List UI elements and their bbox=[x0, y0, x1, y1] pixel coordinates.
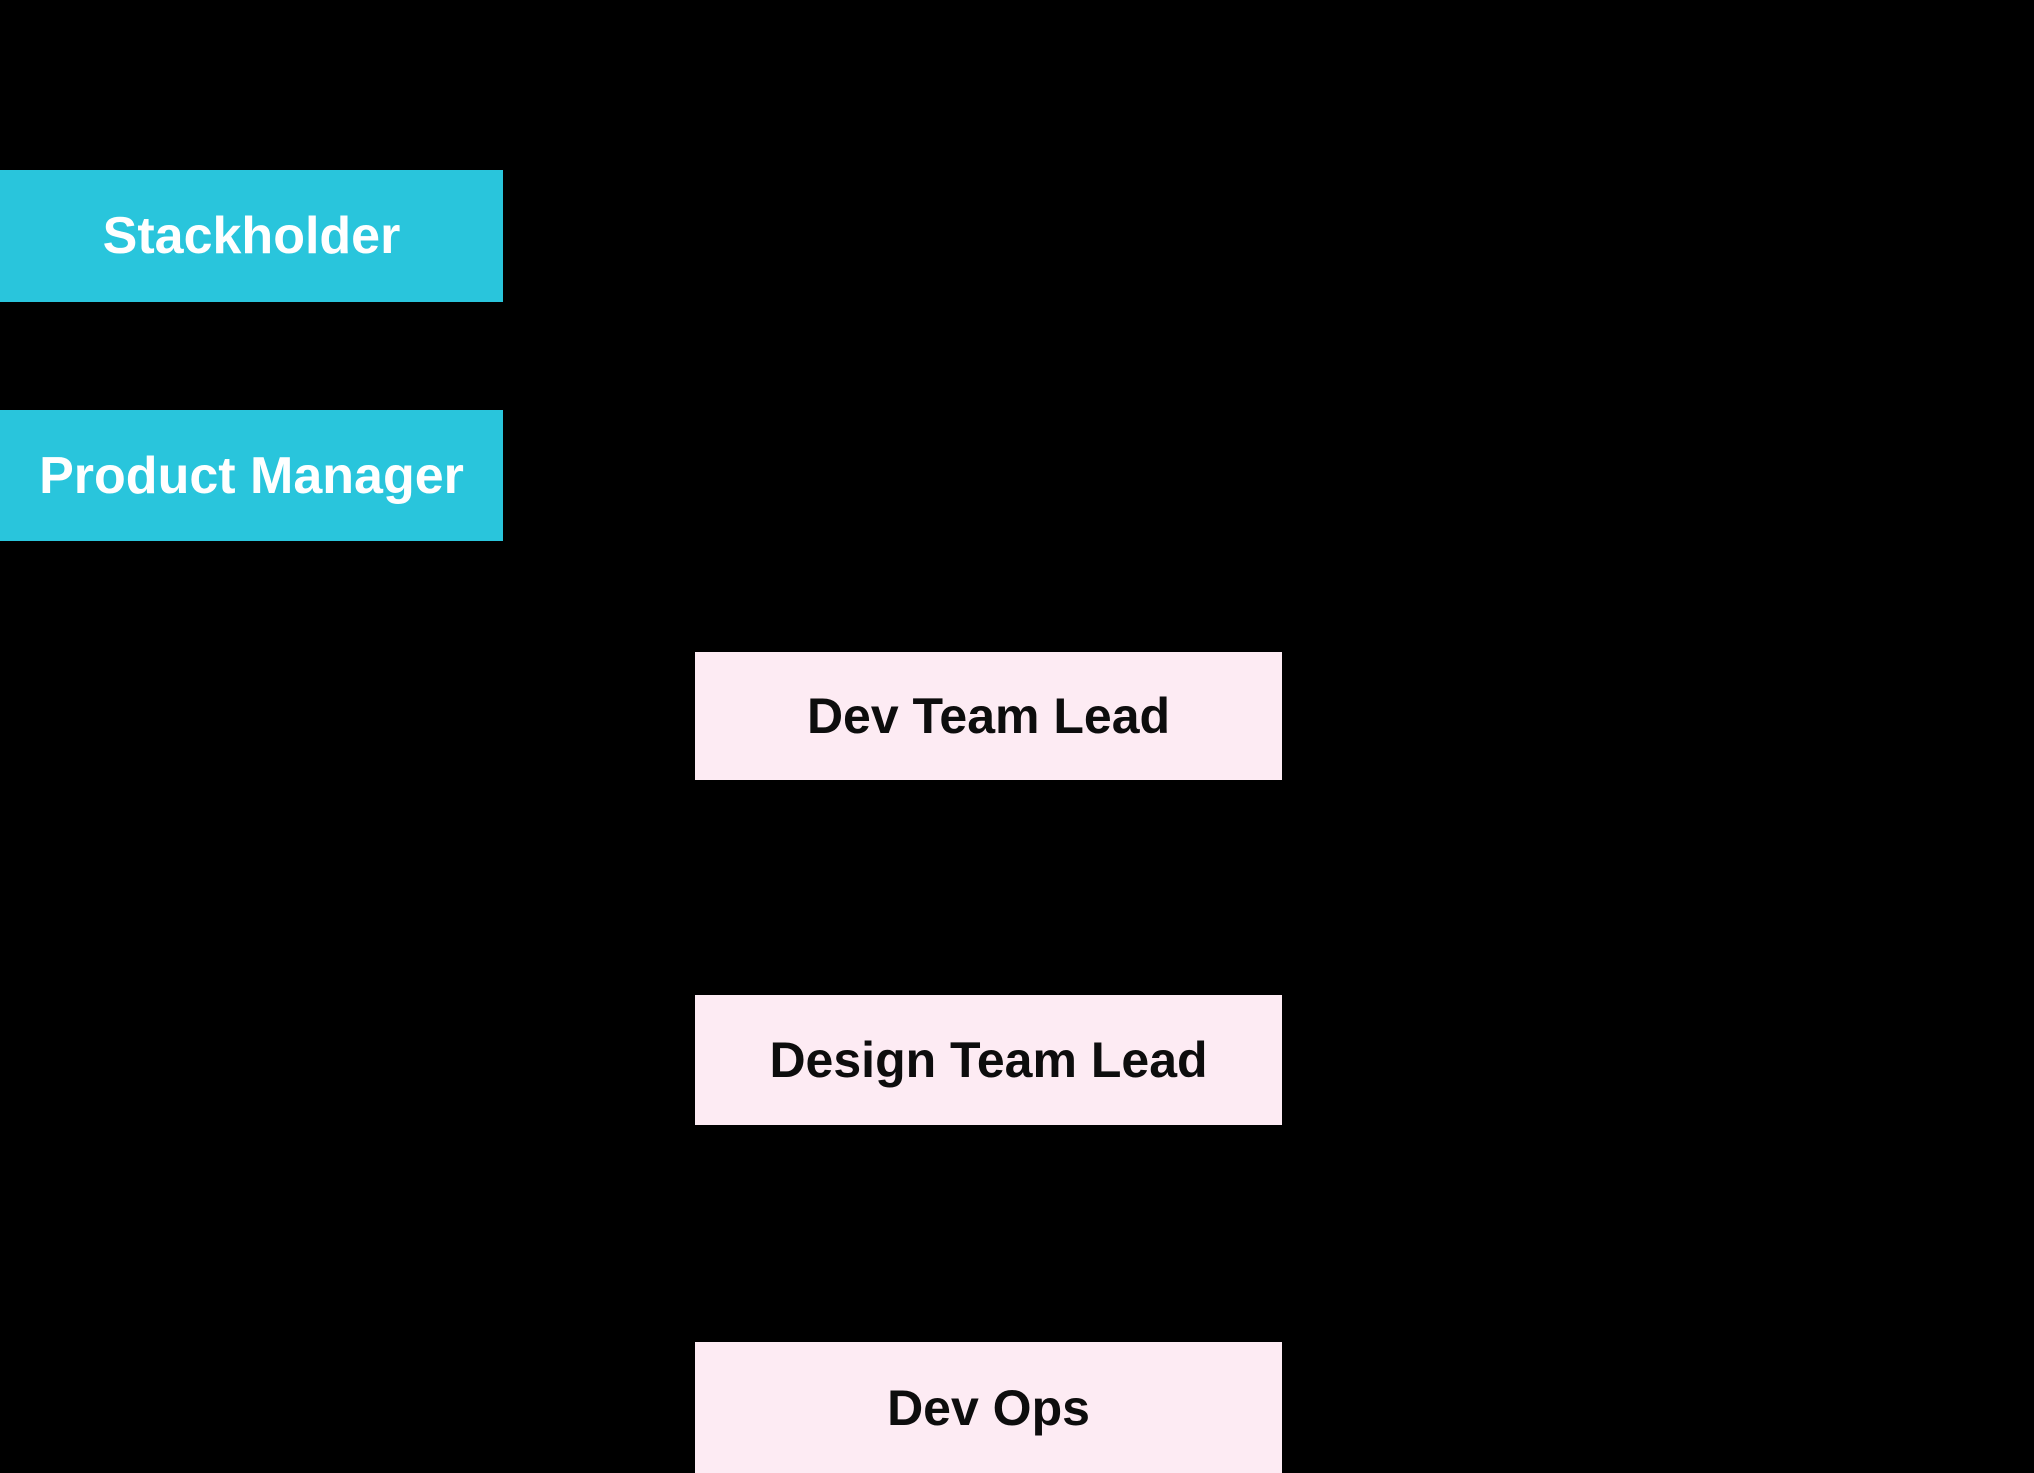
node-product-manager-label: Product Manager bbox=[39, 446, 464, 505]
node-stackholder-label: Stackholder bbox=[102, 207, 401, 265]
node-design-team-lead-label: Design Team Lead bbox=[769, 1032, 1208, 1088]
node-stackholder: Stackholder bbox=[0, 170, 503, 302]
node-dev-ops-label: Dev Ops bbox=[887, 1379, 1090, 1436]
node-design-team-lead: Design Team Lead bbox=[695, 995, 1282, 1125]
node-product-manager: Product Manager bbox=[0, 410, 503, 541]
node-dev-team-lead: Dev Team Lead bbox=[695, 652, 1282, 780]
node-dev-team-lead-label: Dev Team Lead bbox=[806, 688, 1171, 744]
node-dev-ops: Dev Ops bbox=[695, 1342, 1282, 1473]
